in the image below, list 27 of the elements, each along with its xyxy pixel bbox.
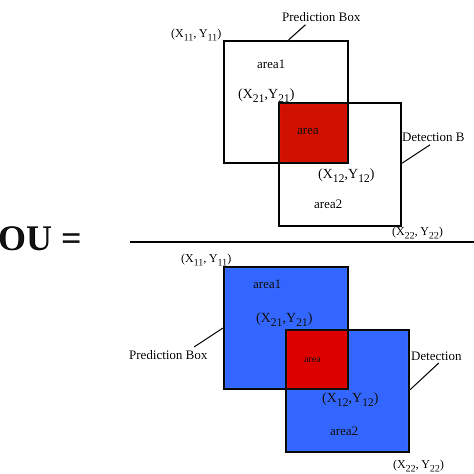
coordinate-label: (X$_{22}$, Y$_{22}$) bbox=[392, 224, 443, 244]
leader-line bbox=[288, 24, 306, 40]
bounding-box bbox=[223, 266, 349, 390]
leader-line bbox=[410, 362, 440, 390]
area-label: area2 bbox=[330, 423, 358, 438]
coordinate-label: (X$_{12}$,Y$_{12}$) bbox=[318, 168, 374, 186]
area-label: area1 bbox=[253, 276, 282, 291]
area-label: area bbox=[297, 122, 319, 137]
coordinate-label: (X$_{11}$, Y$_{11}$) bbox=[171, 26, 222, 46]
bounding-box bbox=[278, 102, 402, 227]
callout-label: Detection bbox=[411, 348, 462, 363]
coordinate-label: (X$_{11}$, Y$_{11}$) bbox=[181, 251, 232, 270]
coordinate-label: (X$_{22}$, Y$_{22}$) bbox=[393, 457, 444, 474]
coordinate-label: (X$_{21}$,Y$_{21}$) bbox=[256, 312, 312, 330]
formula-text: OU = bbox=[0, 218, 82, 258]
bounding-box bbox=[223, 40, 349, 164]
callout-label: Detection B bbox=[402, 129, 464, 144]
coordinate-label: (X$_{12}$,Y$_{12}$) bbox=[322, 392, 378, 410]
area-label: area1 bbox=[257, 56, 286, 71]
callout-label: Prediction Box bbox=[129, 347, 208, 362]
leader-line bbox=[194, 328, 224, 348]
area-label: area bbox=[304, 353, 321, 367]
area-label: area2 bbox=[314, 196, 342, 211]
coordinate-label: (X$_{21}$,Y$_{21}$) bbox=[238, 88, 294, 106]
bounding-box bbox=[285, 329, 410, 453]
callout-label: Prediction Box bbox=[282, 9, 360, 24]
leader-line bbox=[402, 144, 430, 164]
